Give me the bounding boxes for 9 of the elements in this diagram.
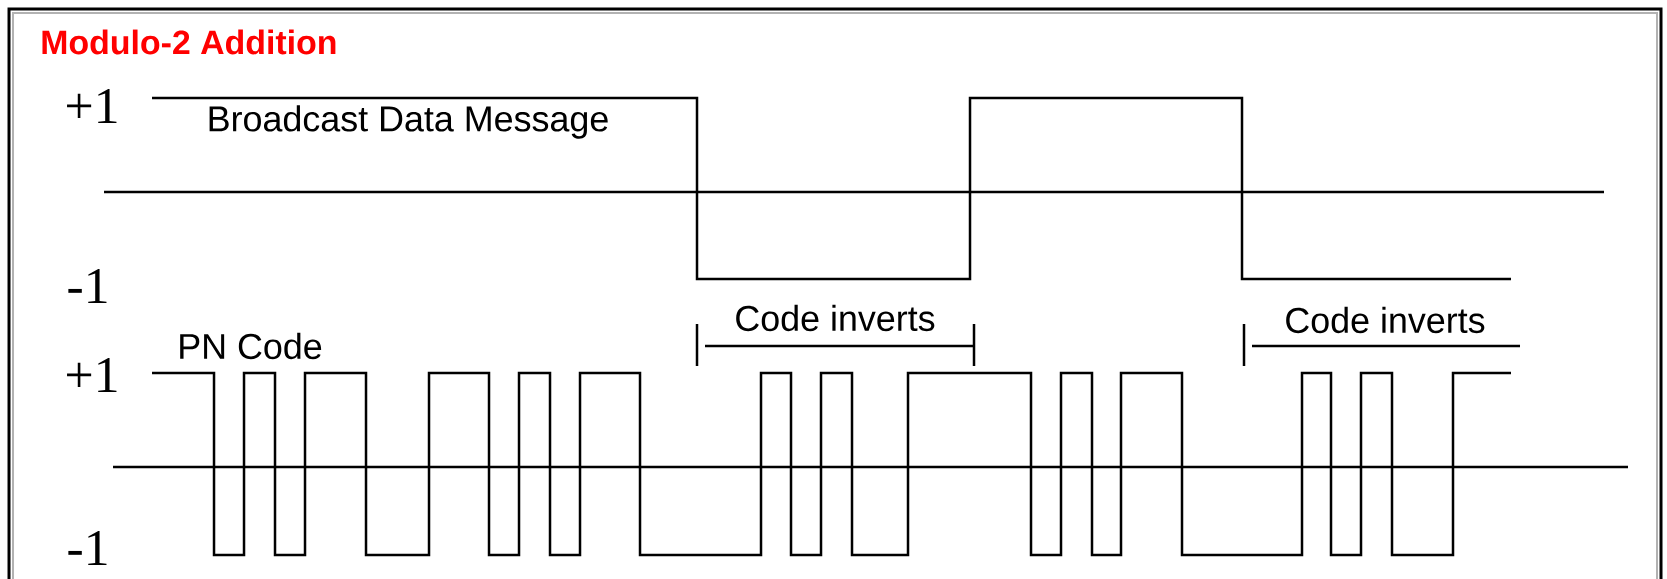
- axis-label: Code inverts: [1286, 306, 1485, 334]
- axis-label: +1: [67, 357, 117, 393]
- axis-label: PN Code: [180, 332, 322, 360]
- axis-label: +1: [67, 88, 117, 124]
- axis-label: -1: [68, 530, 107, 566]
- axis-label: -1: [68, 268, 107, 304]
- axis-label: Code inverts: [736, 304, 935, 332]
- axis-label: Broadcast Data Message: [209, 105, 608, 139]
- title: Modulo-2 Addition: [42, 29, 336, 55]
